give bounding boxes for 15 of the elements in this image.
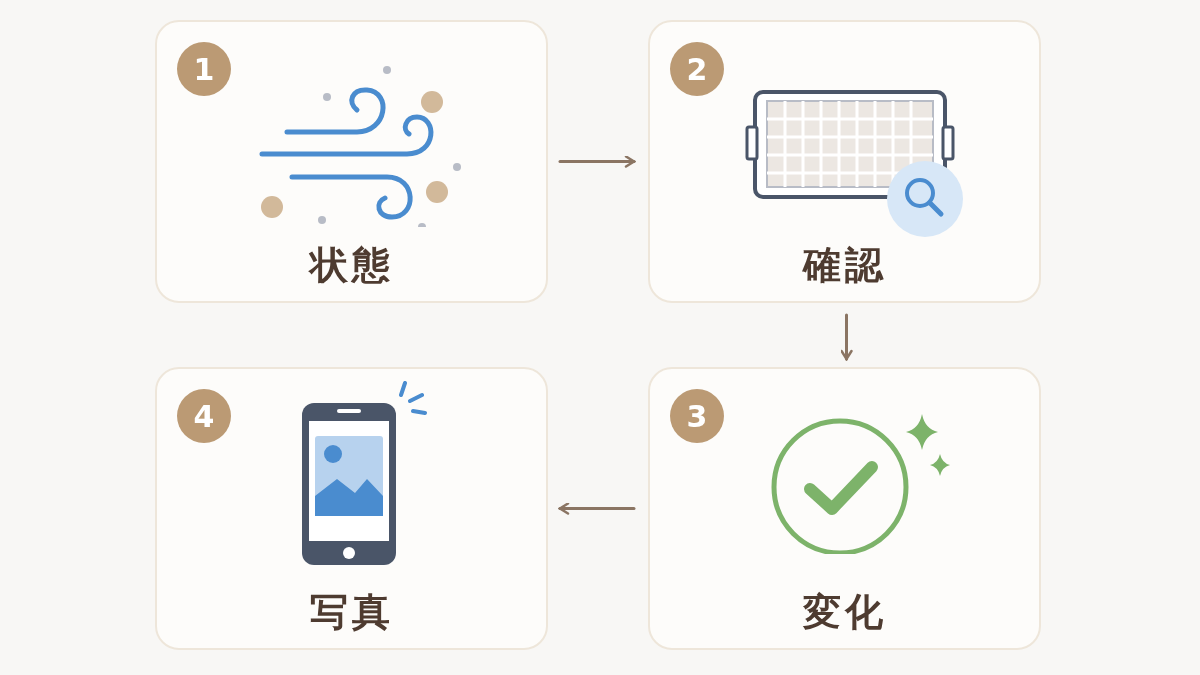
arrow	[558, 155, 636, 168]
step-number-badge: 4	[177, 389, 231, 443]
step-card	[648, 367, 1041, 650]
step-card	[155, 20, 548, 303]
arrow	[558, 502, 636, 515]
step-title: 状態	[309, 242, 394, 289]
step-card	[155, 367, 548, 650]
step-title: 変化	[802, 589, 887, 636]
step-number-badge: 3	[670, 389, 724, 443]
step-title: 確認	[802, 242, 887, 289]
step-title: 写真	[309, 589, 394, 636]
step-number-badge: 2	[670, 42, 724, 96]
step-card	[648, 20, 1041, 303]
arrow	[840, 313, 853, 361]
step-number-badge: 1	[177, 42, 231, 96]
